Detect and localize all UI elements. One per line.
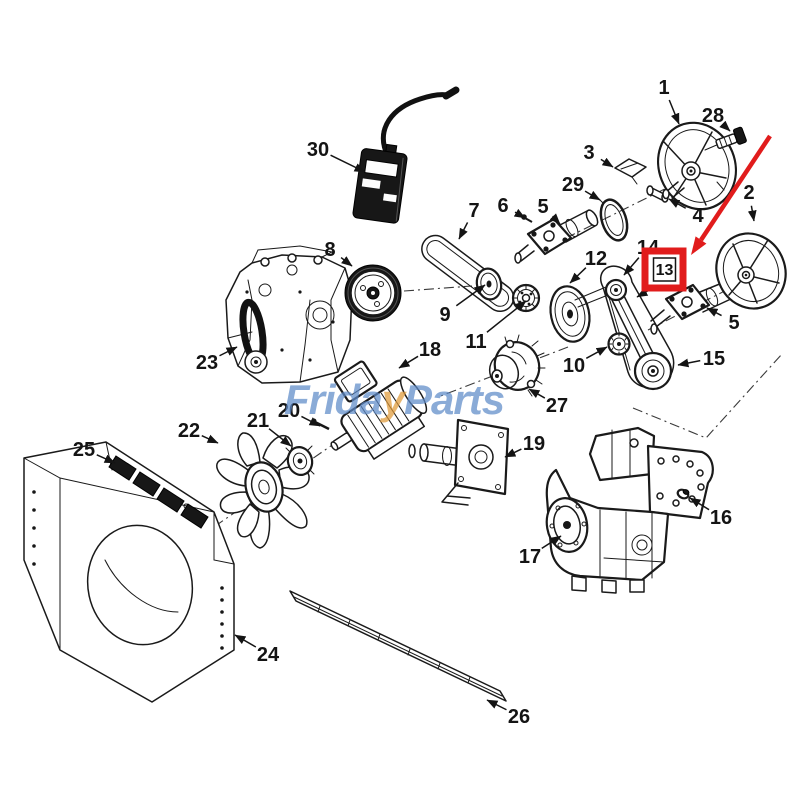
part-12-pulley xyxy=(549,285,591,343)
part-label-2: 2 xyxy=(743,182,754,204)
part-17-compressor xyxy=(545,426,714,594)
part-19-bearing-bracket xyxy=(408,418,510,506)
part-label-1: 1 xyxy=(658,77,669,99)
leader-part-25 xyxy=(96,454,116,464)
part-label-7: 7 xyxy=(468,200,479,222)
part-labels-layer: 1234556789101112141516171819202122232425… xyxy=(73,77,757,728)
part-30-controller xyxy=(352,86,460,224)
leader-part-12 xyxy=(569,267,587,284)
leader-part-24 xyxy=(234,634,257,648)
leader-part-15 xyxy=(677,358,701,368)
watermark-accent: y xyxy=(380,376,408,423)
part-6-bolt xyxy=(521,214,533,223)
leader-part-19 xyxy=(504,448,522,458)
part-label-11: 11 xyxy=(465,331,486,353)
part-9-pulley xyxy=(475,267,503,301)
part-5-bearing-front xyxy=(514,209,599,264)
leader-part-11 xyxy=(486,300,527,333)
part-label-18: 18 xyxy=(419,339,441,361)
leader-part-6 xyxy=(513,208,526,219)
part-label-22: 22 xyxy=(178,420,200,442)
leader-part-20 xyxy=(301,415,321,427)
part-23-engine xyxy=(225,245,353,384)
part-label-20: 20 xyxy=(278,400,300,422)
leader-part-17 xyxy=(541,535,562,550)
leader-part-29 xyxy=(584,190,601,201)
part-26-blade xyxy=(289,590,507,702)
part-label-23: 23 xyxy=(196,352,218,374)
leader-part-23 xyxy=(219,346,238,357)
part-2-fan-pulley xyxy=(715,232,787,310)
part-label-13: 13 xyxy=(656,262,674,279)
part-label-6: 6 xyxy=(497,195,508,217)
part-label-16: 16 xyxy=(710,507,732,529)
leader-part-8 xyxy=(340,256,353,267)
part-29-gasket xyxy=(597,197,629,242)
leader-part-18 xyxy=(398,355,419,369)
highlight-arrow xyxy=(699,134,772,242)
leader-part-1 xyxy=(668,99,680,125)
watermark-part1: Frida xyxy=(284,376,382,423)
watermark: FridayParts xyxy=(284,376,505,423)
part-label-26: 26 xyxy=(508,706,530,728)
part-label-21: 21 xyxy=(247,410,269,432)
leader-part-16 xyxy=(689,497,710,511)
leader-part-22 xyxy=(201,434,219,444)
leader-part-21 xyxy=(268,428,292,447)
part-7-belt xyxy=(421,234,515,313)
leader-part-14 xyxy=(623,257,640,276)
watermark-part2: Parts xyxy=(404,376,504,423)
part-label-15: 15 xyxy=(703,348,725,370)
part-24-shroud-panel xyxy=(23,441,235,703)
leader-part-7 xyxy=(458,222,469,240)
part-11-tensioner-pulley xyxy=(511,283,541,313)
highlight-arrowhead xyxy=(691,236,707,255)
part-label-3: 3 xyxy=(583,142,594,164)
leader-part-4 xyxy=(668,198,687,209)
part-10-idler-arm-assembly xyxy=(574,265,675,391)
leader-part-30 xyxy=(330,154,366,173)
leader-part-28 xyxy=(719,120,731,132)
highlight-overlay: 13 xyxy=(636,134,772,298)
leader-part-26 xyxy=(486,699,507,711)
part-label-30: 30 xyxy=(307,139,329,161)
part-label-9: 9 xyxy=(439,304,450,326)
part-25-grille xyxy=(108,455,209,529)
part-label-24: 24 xyxy=(257,644,280,666)
part-label-25: 25 xyxy=(73,439,95,461)
part-label-4: 4 xyxy=(692,205,704,227)
part-21-hub xyxy=(285,445,315,476)
part-13-label-box xyxy=(652,257,677,282)
part-18-motor xyxy=(330,360,428,460)
leader-part-2 xyxy=(747,205,757,222)
part-label-27: 27 xyxy=(546,395,568,417)
part-label-19: 19 xyxy=(523,433,545,455)
leader-part-9 xyxy=(455,284,486,307)
part-label-10: 10 xyxy=(563,355,585,377)
leader-part-27 xyxy=(528,388,546,399)
leader-part-3 xyxy=(600,157,614,168)
part-16-plug xyxy=(676,488,690,500)
part-28-bolt xyxy=(715,126,747,150)
part-label-5a: 5 xyxy=(537,196,548,218)
part-22-fan xyxy=(216,432,310,549)
part-label-8: 8 xyxy=(324,239,335,261)
part-label-12: 12 xyxy=(585,248,607,270)
leader-part-10 xyxy=(585,346,608,359)
part-label-5b: 5 xyxy=(728,312,739,334)
part-3-clip xyxy=(614,158,647,185)
part-label-17: 17 xyxy=(519,546,541,568)
watermark-text: FridayParts xyxy=(284,376,504,423)
leader-part-5b xyxy=(706,307,722,317)
part-8-clutch-pulley xyxy=(344,264,402,322)
leader-part-5a xyxy=(549,213,561,225)
part-label-28: 28 xyxy=(702,105,724,127)
part-label-29: 29 xyxy=(562,174,584,196)
